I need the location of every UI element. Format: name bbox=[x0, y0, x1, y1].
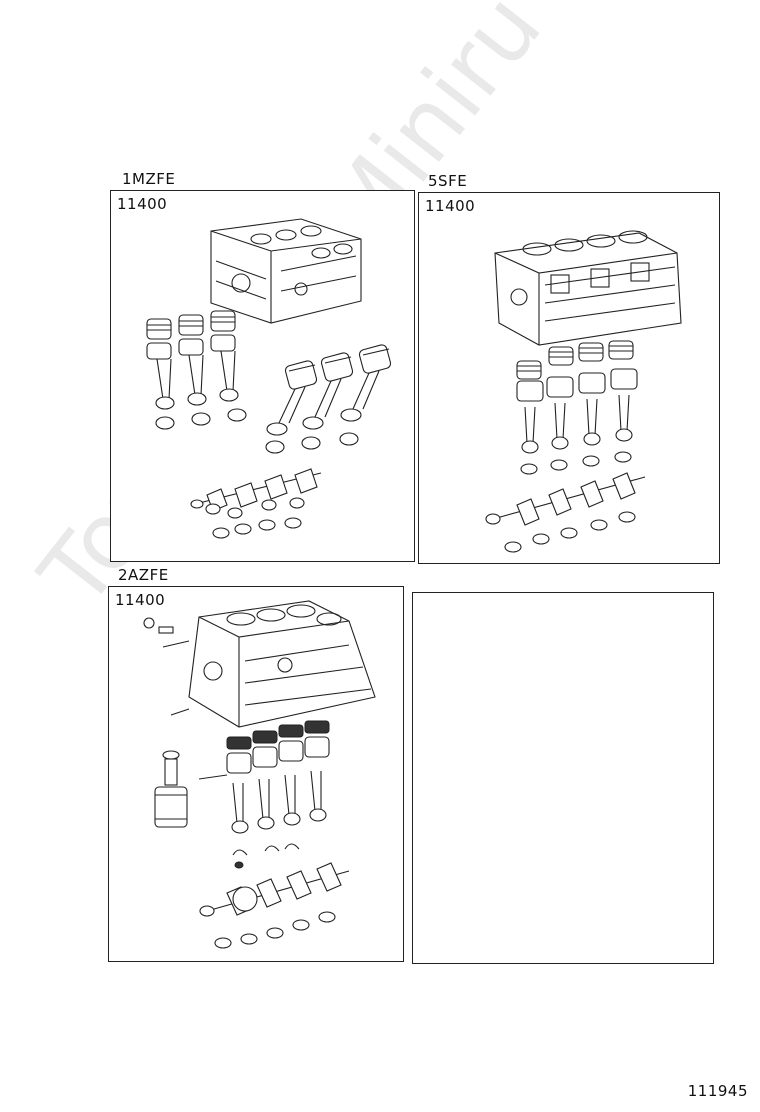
engine-block-icon bbox=[188, 600, 376, 728]
crankshaft-icon bbox=[485, 472, 646, 526]
engine-label-2azfe: 2AZFE bbox=[118, 566, 169, 584]
bearing-icon bbox=[155, 408, 359, 454]
bearing-icon bbox=[520, 451, 632, 475]
panel-2azfe[interactable]: 11400 bbox=[108, 586, 404, 962]
connecting-rod-icon bbox=[521, 394, 633, 454]
connecting-rod-icon bbox=[155, 350, 239, 410]
engine-label-1mzfe: 1MZFE bbox=[122, 170, 176, 188]
bearing-icon bbox=[504, 511, 636, 553]
panel-1mzfe[interactable]: 11400 bbox=[110, 190, 415, 562]
exploded-view-2azfe bbox=[143, 600, 376, 949]
page-id: 111945 bbox=[687, 1082, 748, 1100]
exploded-view-5sfe bbox=[485, 230, 682, 553]
bearing-icon bbox=[232, 843, 300, 869]
crankshaft-icon bbox=[190, 468, 322, 512]
bearing-icon bbox=[205, 497, 305, 539]
part-number: 11400 bbox=[425, 197, 476, 215]
piston-icon bbox=[198, 720, 330, 780]
oil-filter-icon bbox=[154, 750, 188, 828]
exploded-view-1mzfe bbox=[146, 218, 392, 539]
bearing-icon bbox=[214, 911, 336, 949]
connecting-rod-icon bbox=[266, 370, 380, 436]
engine-label-5sfe: 5SFE bbox=[428, 172, 468, 190]
part-number: 11400 bbox=[117, 195, 168, 213]
fastener-icon bbox=[143, 617, 190, 716]
part-number: 11400 bbox=[115, 591, 166, 609]
engine-block-icon bbox=[210, 218, 362, 324]
crankshaft-icon bbox=[199, 862, 350, 917]
piston-icon bbox=[284, 344, 392, 390]
panel-empty bbox=[412, 592, 714, 964]
panel-5sfe[interactable]: 11400 bbox=[418, 192, 720, 564]
piston-icon bbox=[516, 340, 638, 402]
piston-icon bbox=[146, 310, 236, 360]
connecting-rod-icon bbox=[231, 770, 327, 834]
engine-block-icon bbox=[494, 230, 682, 346]
